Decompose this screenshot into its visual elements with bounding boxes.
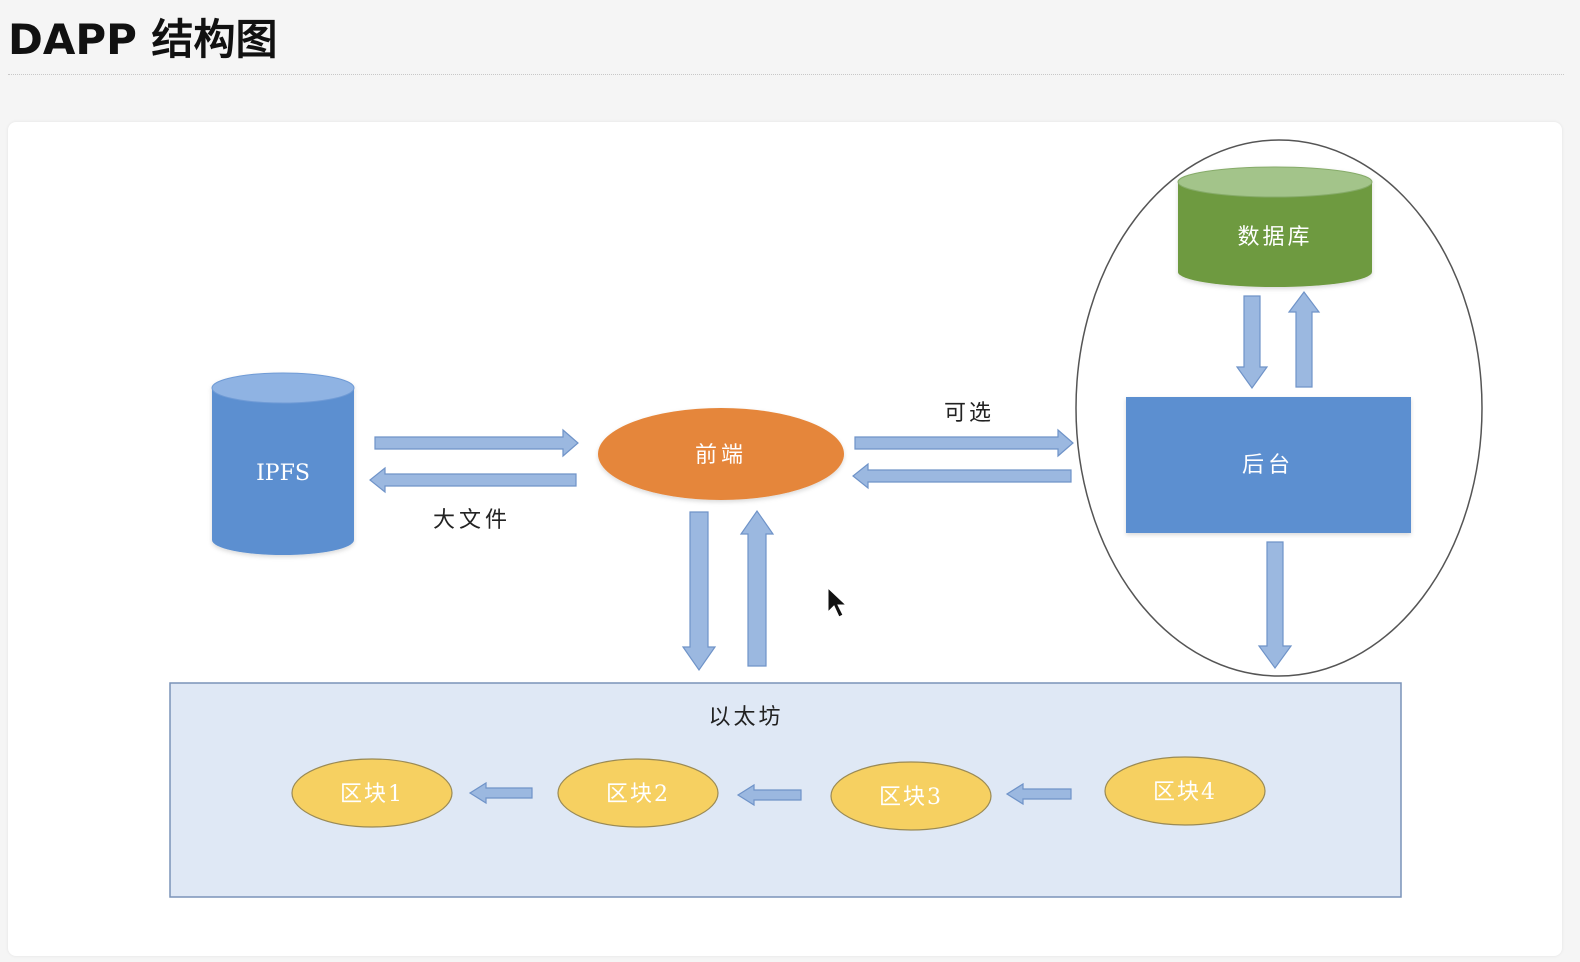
block-3-node: 区块3 [830, 761, 992, 831]
arrow-frontend-to-backend [854, 428, 1074, 458]
arrow-frontend-to-ipfs [369, 466, 577, 494]
block-4-node: 区块4 [1104, 756, 1266, 826]
arrow-block3-to-block2 [736, 783, 802, 807]
page-title: DAPP 结构图 [8, 15, 278, 64]
block-3-label: 区块3 [879, 785, 943, 810]
block-2-label: 区块2 [606, 782, 670, 807]
arrow-backend-to-frontend [852, 462, 1072, 490]
edge-label-optional: 可选 [944, 401, 994, 426]
ethereum-label: 以太坊 [708, 705, 783, 730]
database-node [1177, 166, 1373, 287]
database-label: 数据库 [1237, 225, 1312, 250]
dapp-structure-diagram: 以太坊 IPFS 前端 数据库 后台 [169, 139, 1483, 898]
arrow-block4-to-block3 [1005, 782, 1072, 806]
ipfs-label: IPFS [256, 461, 310, 486]
block-1-node: 区块1 [291, 758, 453, 828]
frontend-node [598, 408, 844, 500]
backend-node [1126, 397, 1411, 533]
arrow-ethereum-to-frontend [739, 509, 775, 667]
arrow-backend-to-ethereum [1257, 541, 1293, 670]
arrow-ipfs-to-frontend [374, 428, 579, 458]
edge-label-large-file: 大文件 [433, 508, 511, 533]
backend-group-outline [1075, 139, 1483, 677]
block-1-label: 区块1 [340, 782, 404, 807]
diagram-card: 以太坊 IPFS 前端 数据库 后台 [8, 122, 1562, 956]
arrow-database-to-backend [1235, 295, 1269, 390]
title-divider [8, 74, 1564, 75]
arrow-backend-to-database [1287, 291, 1321, 388]
block-2-node: 区块2 [557, 758, 719, 828]
backend-label: 后台 [1242, 453, 1294, 478]
ipfs-node [211, 372, 355, 555]
mouse-cursor-icon [827, 586, 848, 618]
frontend-label: 前端 [695, 443, 747, 468]
arrow-frontend-to-ethereum [681, 511, 717, 672]
arrow-block2-to-block1 [468, 781, 533, 805]
block-4-label: 区块4 [1153, 780, 1217, 805]
